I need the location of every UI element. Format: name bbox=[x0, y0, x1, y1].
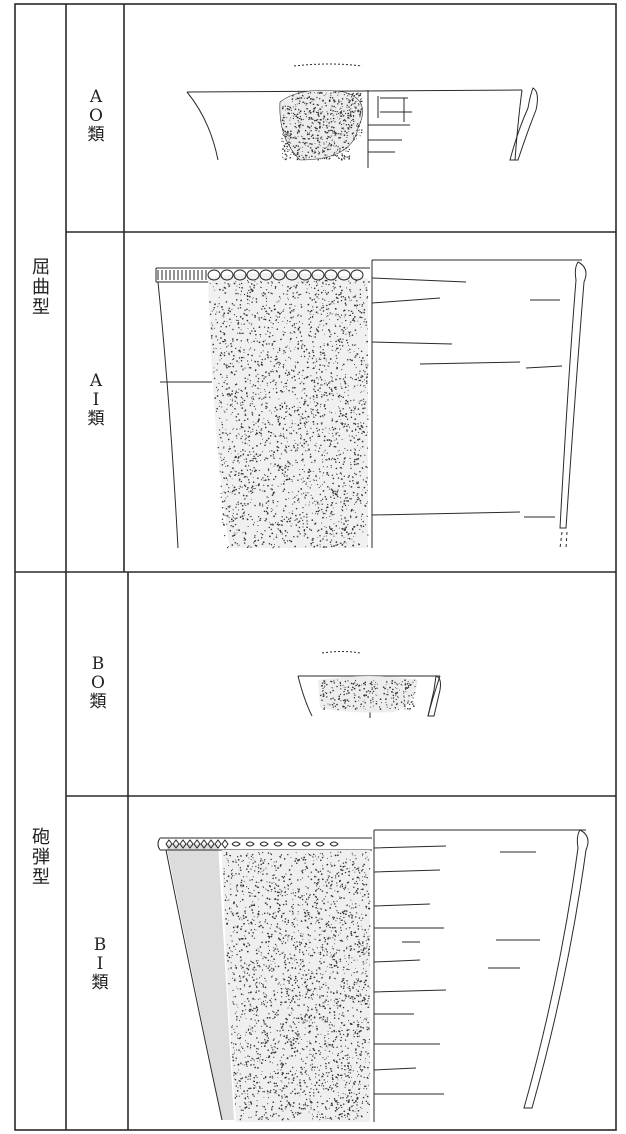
vessel-left-wall bbox=[297, 675, 313, 717]
rim-line bbox=[186, 89, 523, 93]
class-label-char: 類 bbox=[89, 692, 107, 713]
class-label-char: 類 bbox=[87, 409, 105, 430]
surface-marks bbox=[368, 97, 412, 153]
type-label-char: 砲 bbox=[32, 827, 50, 848]
vessel-left-wall bbox=[157, 281, 179, 549]
wall-profile bbox=[559, 261, 587, 529]
shaded-side bbox=[166, 844, 234, 1120]
decoration-area bbox=[208, 273, 368, 548]
wall-profile bbox=[427, 675, 441, 717]
vessel-left-wall bbox=[186, 91, 219, 161]
rim-diamonds bbox=[165, 839, 339, 849]
class-label-ai: A I 類 bbox=[80, 371, 112, 430]
type-label-kukkyoku: 屈 曲 型 bbox=[24, 257, 58, 319]
class-label-ao: A O 類 bbox=[80, 87, 112, 146]
class-label-bo: B O 類 bbox=[82, 654, 114, 713]
wall-profile bbox=[523, 829, 589, 1109]
stipple-dots bbox=[209, 279, 369, 549]
wall-profile bbox=[509, 87, 538, 161]
class-label-char: 類 bbox=[87, 125, 105, 146]
type-label-char: 弾 bbox=[32, 847, 50, 869]
interior-short-lines bbox=[402, 851, 540, 969]
rim-beads bbox=[157, 269, 364, 281]
class-label-char: I bbox=[92, 390, 100, 411]
interior-lines bbox=[373, 845, 447, 1095]
vessel-right-wall bbox=[514, 89, 523, 161]
stipple-dots bbox=[281, 91, 363, 161]
rim-left-edge bbox=[157, 837, 161, 851]
type-label-char: 屈 bbox=[32, 257, 50, 278]
vessel-left-wall bbox=[165, 849, 223, 1121]
interior-short-lines bbox=[524, 299, 563, 518]
interior-lines bbox=[160, 277, 521, 516]
profile-break bbox=[559, 531, 568, 549]
outer-border bbox=[14, 3, 617, 1131]
class-label-char: I bbox=[96, 954, 104, 975]
class-label-char: B bbox=[93, 935, 107, 955]
class-label-char: O bbox=[91, 673, 105, 694]
class-label-char: 類 bbox=[91, 973, 109, 994]
class-label-char: B bbox=[91, 654, 105, 674]
class-label-char: A bbox=[89, 87, 103, 107]
surface-marks-vertical bbox=[377, 96, 405, 122]
class-label-bi: B I 類 bbox=[84, 935, 116, 994]
type-label-char: 曲 bbox=[32, 277, 50, 299]
type-label-hodan: 砲 弾 型 bbox=[24, 827, 58, 889]
rim-top-view bbox=[293, 63, 363, 67]
class-label-char: A bbox=[89, 371, 103, 391]
type-label-char: 型 bbox=[32, 867, 50, 889]
stipple-dots bbox=[223, 851, 371, 1121]
type-label-char: 型 bbox=[32, 297, 50, 319]
class-label-char: O bbox=[89, 106, 103, 127]
stipple-dots bbox=[319, 679, 416, 711]
